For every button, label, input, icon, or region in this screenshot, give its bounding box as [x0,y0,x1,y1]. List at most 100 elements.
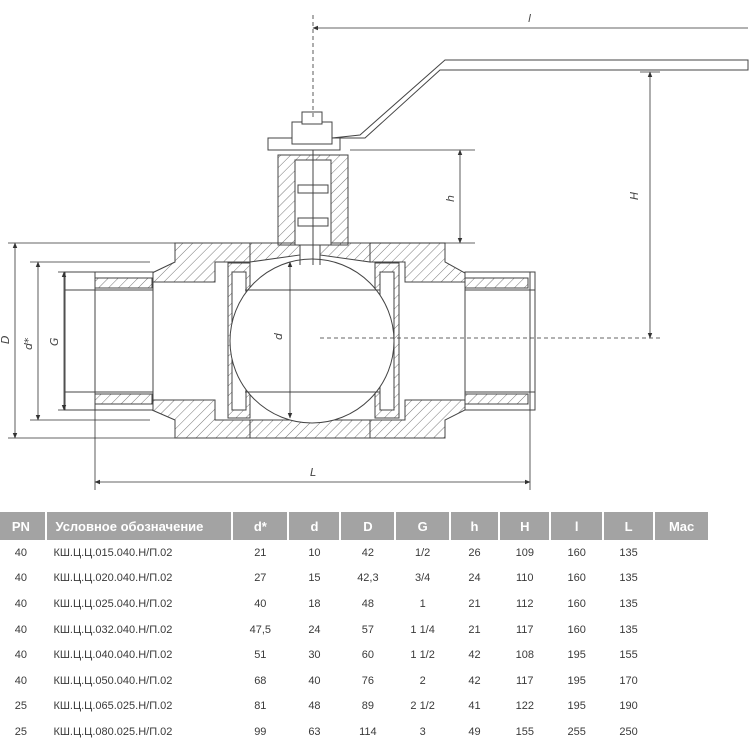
table-cell: 155 [515,725,534,738]
ball-valve-drawing: l H h d D d* G L [0,12,749,490]
table-cell: 170 [619,674,638,687]
table-cell: 42 [468,649,481,662]
table-cell: 49 [468,725,481,738]
table-header-row: PN Условное обозначение d* d D G h H l L… [0,512,708,540]
header-cell: d [289,512,340,540]
table-cell [655,668,708,694]
table-cell: 135 [619,623,638,636]
table-cell: 155 [619,649,638,662]
table-cell: 99 [254,725,267,738]
specification-table: PN Условное обозначение d* d D G h H l L… [0,512,750,750]
table-cell: 40 [14,623,28,636]
header-cell: PN [0,512,46,540]
table-cell: 10 [308,546,321,559]
table-cell: 160 [567,546,586,559]
table-cell: 135 [619,597,638,610]
header-cell: Mac [655,512,708,540]
table-cell: 57 [361,623,375,636]
table-cell [655,719,708,745]
table-cell: 2 [419,674,426,687]
dim-d: d [272,332,285,340]
table-cell: 109 [515,546,534,559]
table-cell: 117 [515,674,534,687]
table-cell: 112 [515,597,534,610]
table-cell: 42 [361,546,375,559]
table-cell: 15 [308,572,321,585]
table-cell: 27 [254,572,267,585]
table-cell: 160 [567,597,586,610]
table-cell: 21 [468,597,481,610]
left-pipe [64,271,154,411]
header-cell: G [396,512,449,540]
table-cell [655,642,708,668]
table-cell: КШ.Ц.Ц.032.040.Н/П.02 [53,623,173,636]
dim-h: h [444,195,457,202]
table-cell: 3 [419,725,426,738]
dim-l-top: l [528,12,531,25]
ball [229,258,395,424]
table-cell: 89 [361,700,375,713]
table-cell: 63 [308,725,321,738]
table-cell: 40 [14,546,28,559]
table-cell: 40 [14,674,28,687]
dim-D: D [0,336,12,344]
table-cell [655,694,708,720]
table-cell: 25 [14,725,28,738]
table-cell: 135 [619,572,638,585]
table-cell: 25 [14,700,28,713]
table-cell: 1 [419,597,426,610]
table-cell [655,591,708,617]
table-cell: 47,5 [249,623,272,636]
table-cell: 1/2 [414,546,431,559]
table-cell [655,566,708,592]
table-cell: КШ.Ц.Ц.050.040.Н/П.02 [53,674,173,687]
table-cell: 117 [515,623,534,636]
table-cell: 42 [468,674,481,687]
table-cell: 190 [619,700,638,713]
table-cell: КШ.Ц.Ц.025.040.Н/П.02 [53,597,173,610]
table-cell: КШ.Ц.Ц.040.040.Н/П.02 [53,649,173,662]
table-cell: 1 1/4 [410,623,435,636]
table-cell: 108 [515,649,534,662]
table-cell: 60 [361,649,375,662]
dim-d-star: d* [22,337,35,350]
table-cell: КШ.Ц.Ц.015.040.Н/П.02 [53,546,173,559]
header-cell: L [603,512,654,540]
header-cell: l [551,512,602,540]
table-cell: 250 [619,725,638,738]
table-cell: 40 [14,572,28,585]
table-cell: 76 [361,674,375,687]
table-cell: 26 [468,546,481,559]
right-pipe [464,271,536,411]
table-cell: КШ.Ц.Ц.080.025.Н/П.02 [53,725,173,738]
table-cell: 110 [515,572,534,585]
table-cell: 68 [254,674,267,687]
table-cell: 21 [254,546,267,559]
table-cell: 42,3 [357,572,379,585]
table-cell: 48 [308,700,321,713]
table-cell: 24 [468,572,481,585]
header-cell: D [341,512,395,540]
header-cell: h [450,512,499,540]
table-cell: 255 [567,725,586,738]
table-cell: 30 [308,649,321,662]
header-cell: d* [233,512,288,540]
table-cell: 160 [567,572,586,585]
table-cell: 51 [254,649,267,662]
table-cell: 135 [619,546,638,559]
table-cell: 2 1/2 [410,700,435,713]
table-cell: КШ.Ц.Ц.065.025.Н/П.02 [53,700,173,713]
table-cell: 18 [308,597,321,610]
table-cell: 40 [308,674,321,687]
table-cell [655,617,708,643]
dim-G: G [48,337,61,346]
dim-L: L [310,466,316,479]
table-cell: 1 1/2 [410,649,435,662]
